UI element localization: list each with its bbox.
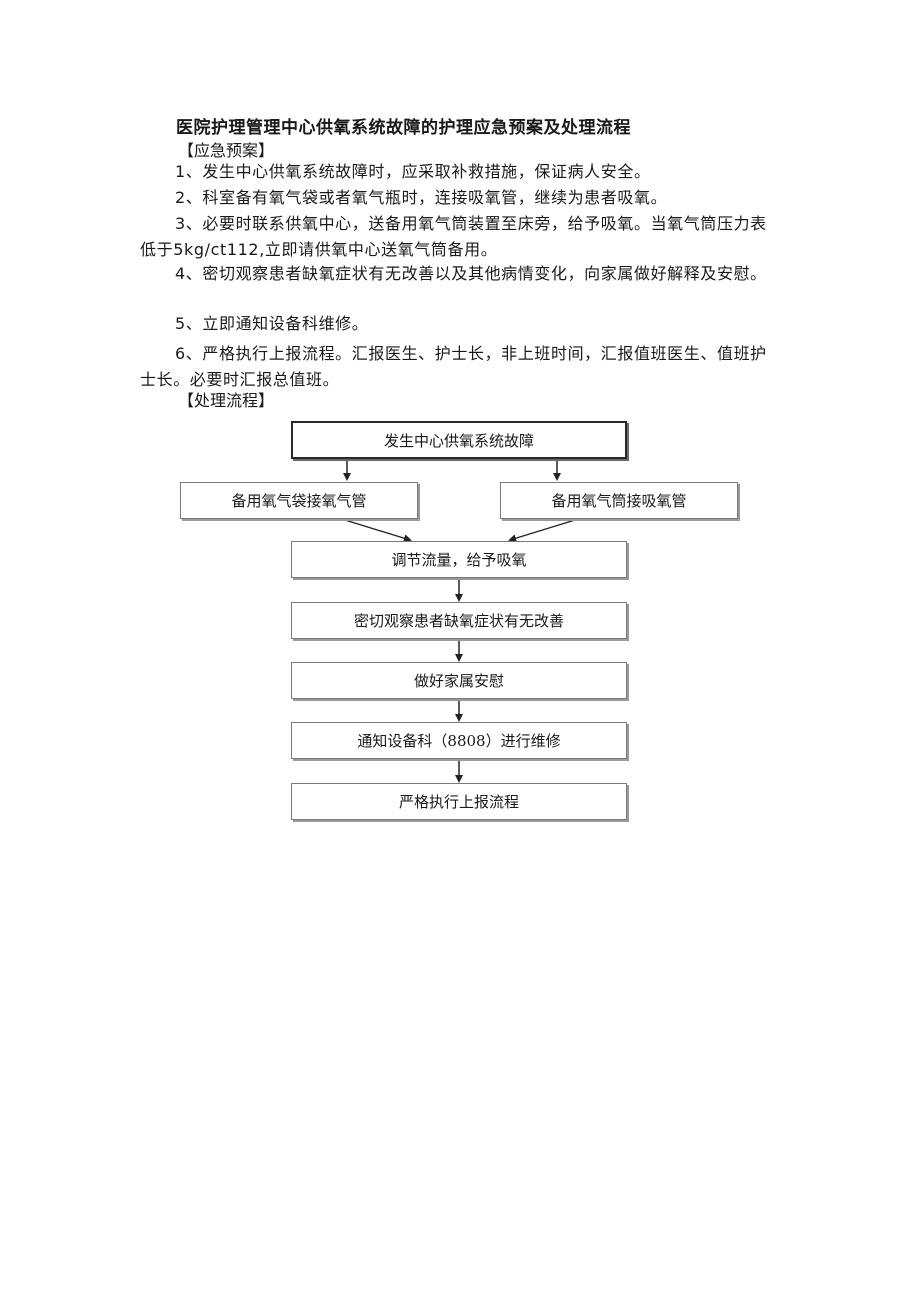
flow-step-oxygen-cylinder: 备用氧气筒接吸氧管 — [500, 482, 738, 519]
flow-step-adjust-flow: 调节流量，给予吸氧 — [291, 541, 627, 578]
plan-item-4: 4、密切观察患者缺氧症状有无改善以及其他病情变化，向家属做好解释及安慰。 — [175, 264, 767, 283]
flow-step-notify-equipment: 通知设备科（8808）进行维修 — [291, 722, 627, 759]
document-title: 医院护理管理中心供氧系统故障的护理应急预案及处理流程 — [176, 118, 631, 138]
flow-step-report: 严格执行上报流程 — [291, 783, 627, 820]
flow-step-observe: 密切观察患者缺氧症状有无改善 — [291, 602, 627, 639]
plan-item-3: 3、必要时联系供氧中心，送备用氧气筒装置至床旁，给予吸氧。当氧气筒压力表低于5k… — [140, 214, 767, 259]
flow-step-comfort-family: 做好家属安慰 — [291, 662, 627, 699]
plan-item-6: 6、严格执行上报流程。汇报医生、护士长，非上班时间，汇报值班医生、值班护士长。必… — [140, 344, 767, 389]
plan-item-5: 5、立即通知设备科维修。 — [175, 314, 369, 333]
flow-step-start: 发生中心供氧系统故障 — [291, 421, 627, 459]
emergency-plan-heading: 【应急预案】 — [178, 141, 275, 160]
arrow-right-to-adjust — [508, 519, 576, 543]
flow-step-oxygen-bag: 备用氧气袋接氧气管 — [180, 482, 418, 519]
plan-item-2: 2、科室备有氧气袋或者氧气瓶时，连接吸氧管，继续为患者吸氧。 — [175, 188, 668, 207]
arrow-left-to-adjust — [344, 519, 412, 543]
process-flow-heading: 【处理流程】 — [178, 391, 275, 410]
plan-item-1: 1、发生中心供氧系统故障时，应采取补救措施，保证病人安全。 — [175, 162, 651, 181]
